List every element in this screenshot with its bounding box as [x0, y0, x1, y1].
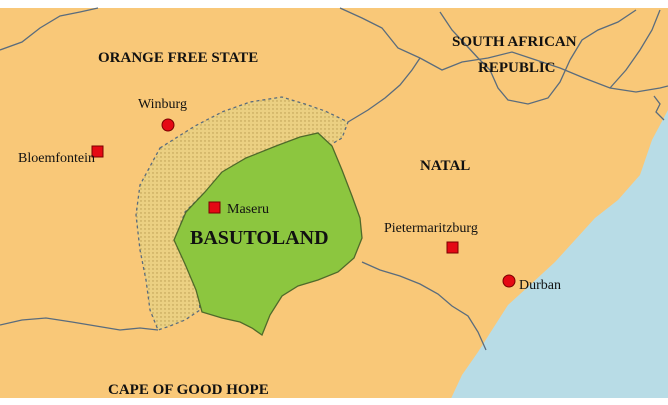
bottom-margin [0, 398, 668, 405]
region-label-south-african-republic-1: SOUTH AFRICAN [452, 34, 577, 50]
region-label-cape-of-good-hope: CAPE OF GOOD HOPE [108, 382, 269, 398]
bloemfontein-marker-icon [91, 145, 104, 158]
place-label-bloemfontein: Bloemfontein [18, 151, 95, 166]
place-label-winburg: Winburg [138, 97, 187, 112]
indian-ocean [448, 110, 668, 405]
place-label-durban: Durban [519, 278, 561, 293]
region-label-natal: NATAL [420, 158, 470, 174]
place-label-maseru: Maseru [227, 202, 269, 217]
maseru-marker-icon [208, 201, 221, 214]
region-label-basutoland: BASUTOLAND [190, 227, 329, 249]
durban-marker-icon [502, 274, 516, 288]
borders [0, 7, 668, 351]
top-margin [0, 0, 668, 8]
pietermaritzburg-marker-icon [446, 241, 459, 254]
basutoland-territory [173, 132, 363, 337]
winburg-marker-icon [161, 118, 175, 132]
region-label-orange-free-state: ORANGE FREE STATE [98, 50, 258, 66]
region-label-south-african-republic-2: REPUBLIC [478, 60, 556, 76]
place-label-pietermaritzburg: Pietermaritzburg [384, 221, 478, 236]
